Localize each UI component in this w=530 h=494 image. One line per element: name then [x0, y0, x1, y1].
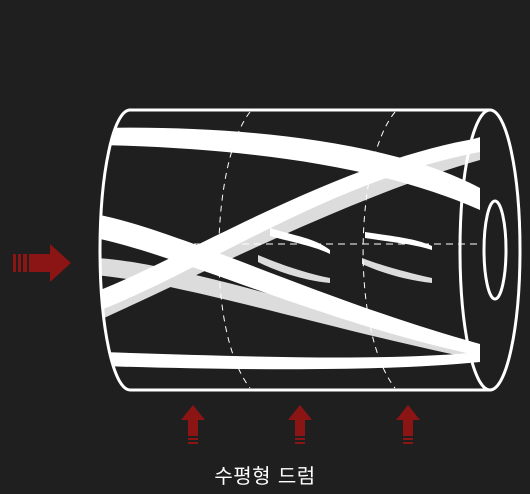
blade-grey-lower — [100, 258, 480, 360]
drum-end-face — [458, 108, 522, 392]
up-arrow-icon — [396, 405, 420, 444]
blade-white-top — [100, 127, 480, 210]
drum-outlet — [482, 199, 508, 301]
flight-1 — [270, 228, 330, 254]
inlet-arrow — [13, 244, 71, 282]
blade-white-sweep — [100, 214, 480, 356]
drum-body — [98, 108, 522, 392]
blade-white-diagonal — [100, 138, 480, 312]
up-arrow-icon — [181, 405, 205, 444]
flight-2 — [258, 255, 330, 283]
section-line-1 — [218, 111, 251, 389]
flight-4 — [362, 258, 432, 283]
up-arrow-icon — [288, 405, 312, 444]
right-arrow-icon — [13, 244, 71, 282]
diagram-caption: 수평형 드럼 — [214, 464, 316, 488]
flight-3 — [365, 232, 432, 250]
heat-arrows — [181, 405, 420, 444]
blade-white-bottom — [100, 352, 480, 370]
section-line-2 — [362, 111, 396, 389]
